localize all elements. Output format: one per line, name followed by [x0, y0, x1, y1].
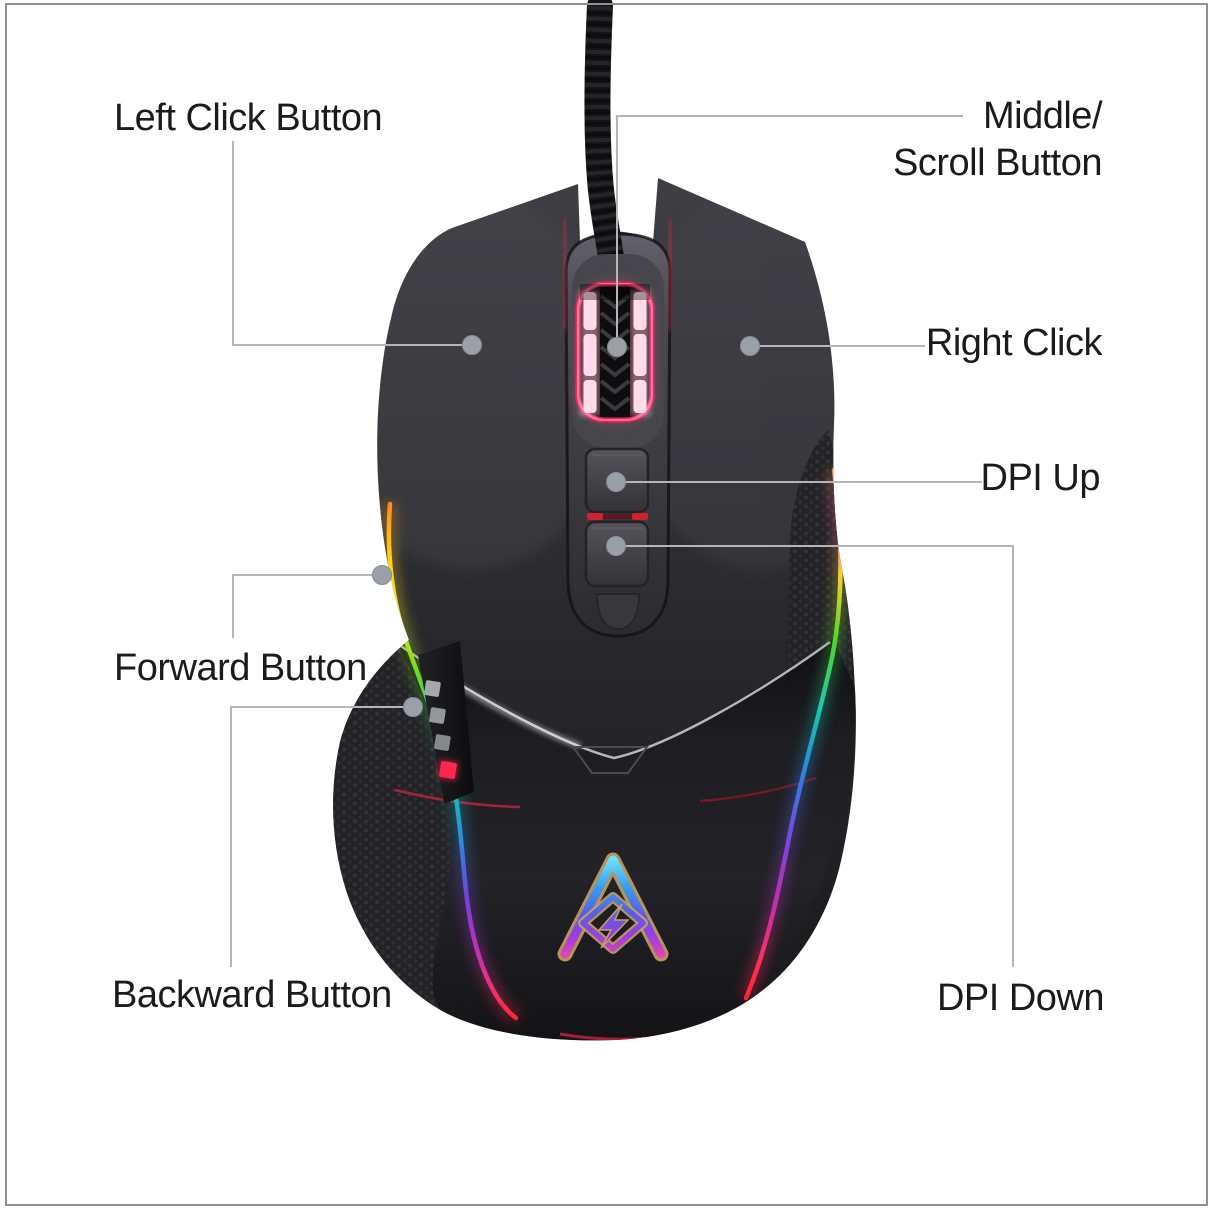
- red-seam-left: [562, 217, 568, 331]
- anchor-dot-dpi-up: [606, 472, 626, 492]
- dpi-indicator-leds: [424, 680, 460, 782]
- red-seam-right: [667, 217, 673, 331]
- wheel-side-lights: [580, 290, 650, 416]
- anchor-dot-backward: [403, 697, 423, 717]
- chrome-trim-line: [397, 640, 831, 760]
- anchor-dot-middle-scroll: [607, 337, 627, 357]
- vent-detail: [571, 746, 649, 774]
- leader-middle-scroll: [616, 115, 963, 347]
- anchor-dot-forward: [372, 565, 392, 585]
- label-right-click: Right Click: [925, 322, 1103, 364]
- label-middle-line1: Middle/: [983, 95, 1102, 137]
- usb-cable: [584, 0, 628, 305]
- leader-dpi-down: [616, 545, 1014, 967]
- leader-forward: [232, 574, 382, 638]
- rgb-strip-right: [743, 467, 843, 1001]
- brand-logo-icon: [557, 852, 669, 962]
- mouse-body: [333, 0, 856, 1041]
- label-middle-line2: Scroll Button: [893, 142, 1102, 184]
- label-middle-scroll-button: Middle/ Scroll Button: [893, 93, 1102, 187]
- leader-lines: [230, 115, 1014, 967]
- strip-end-detail: [595, 593, 641, 631]
- label-backward-button: Backward Button: [112, 974, 392, 1016]
- leader-left-click: [232, 141, 472, 346]
- anchor-dot-left-click: [462, 335, 482, 355]
- label-forward-button: Forward Button: [114, 647, 367, 689]
- anchor-dot-dpi-down: [606, 536, 626, 556]
- label-dpi-down: DPI Down: [936, 977, 1105, 1019]
- anchor-dot-right-click: [740, 336, 760, 356]
- anchor-dots: [372, 335, 760, 717]
- palm-rest: [395, 638, 856, 1041]
- label-left-click-button: Left Click Button: [114, 97, 383, 139]
- leader-backward: [230, 706, 413, 967]
- dpi-divider: [587, 513, 648, 520]
- label-dpi-up: DPI Up: [980, 457, 1101, 499]
